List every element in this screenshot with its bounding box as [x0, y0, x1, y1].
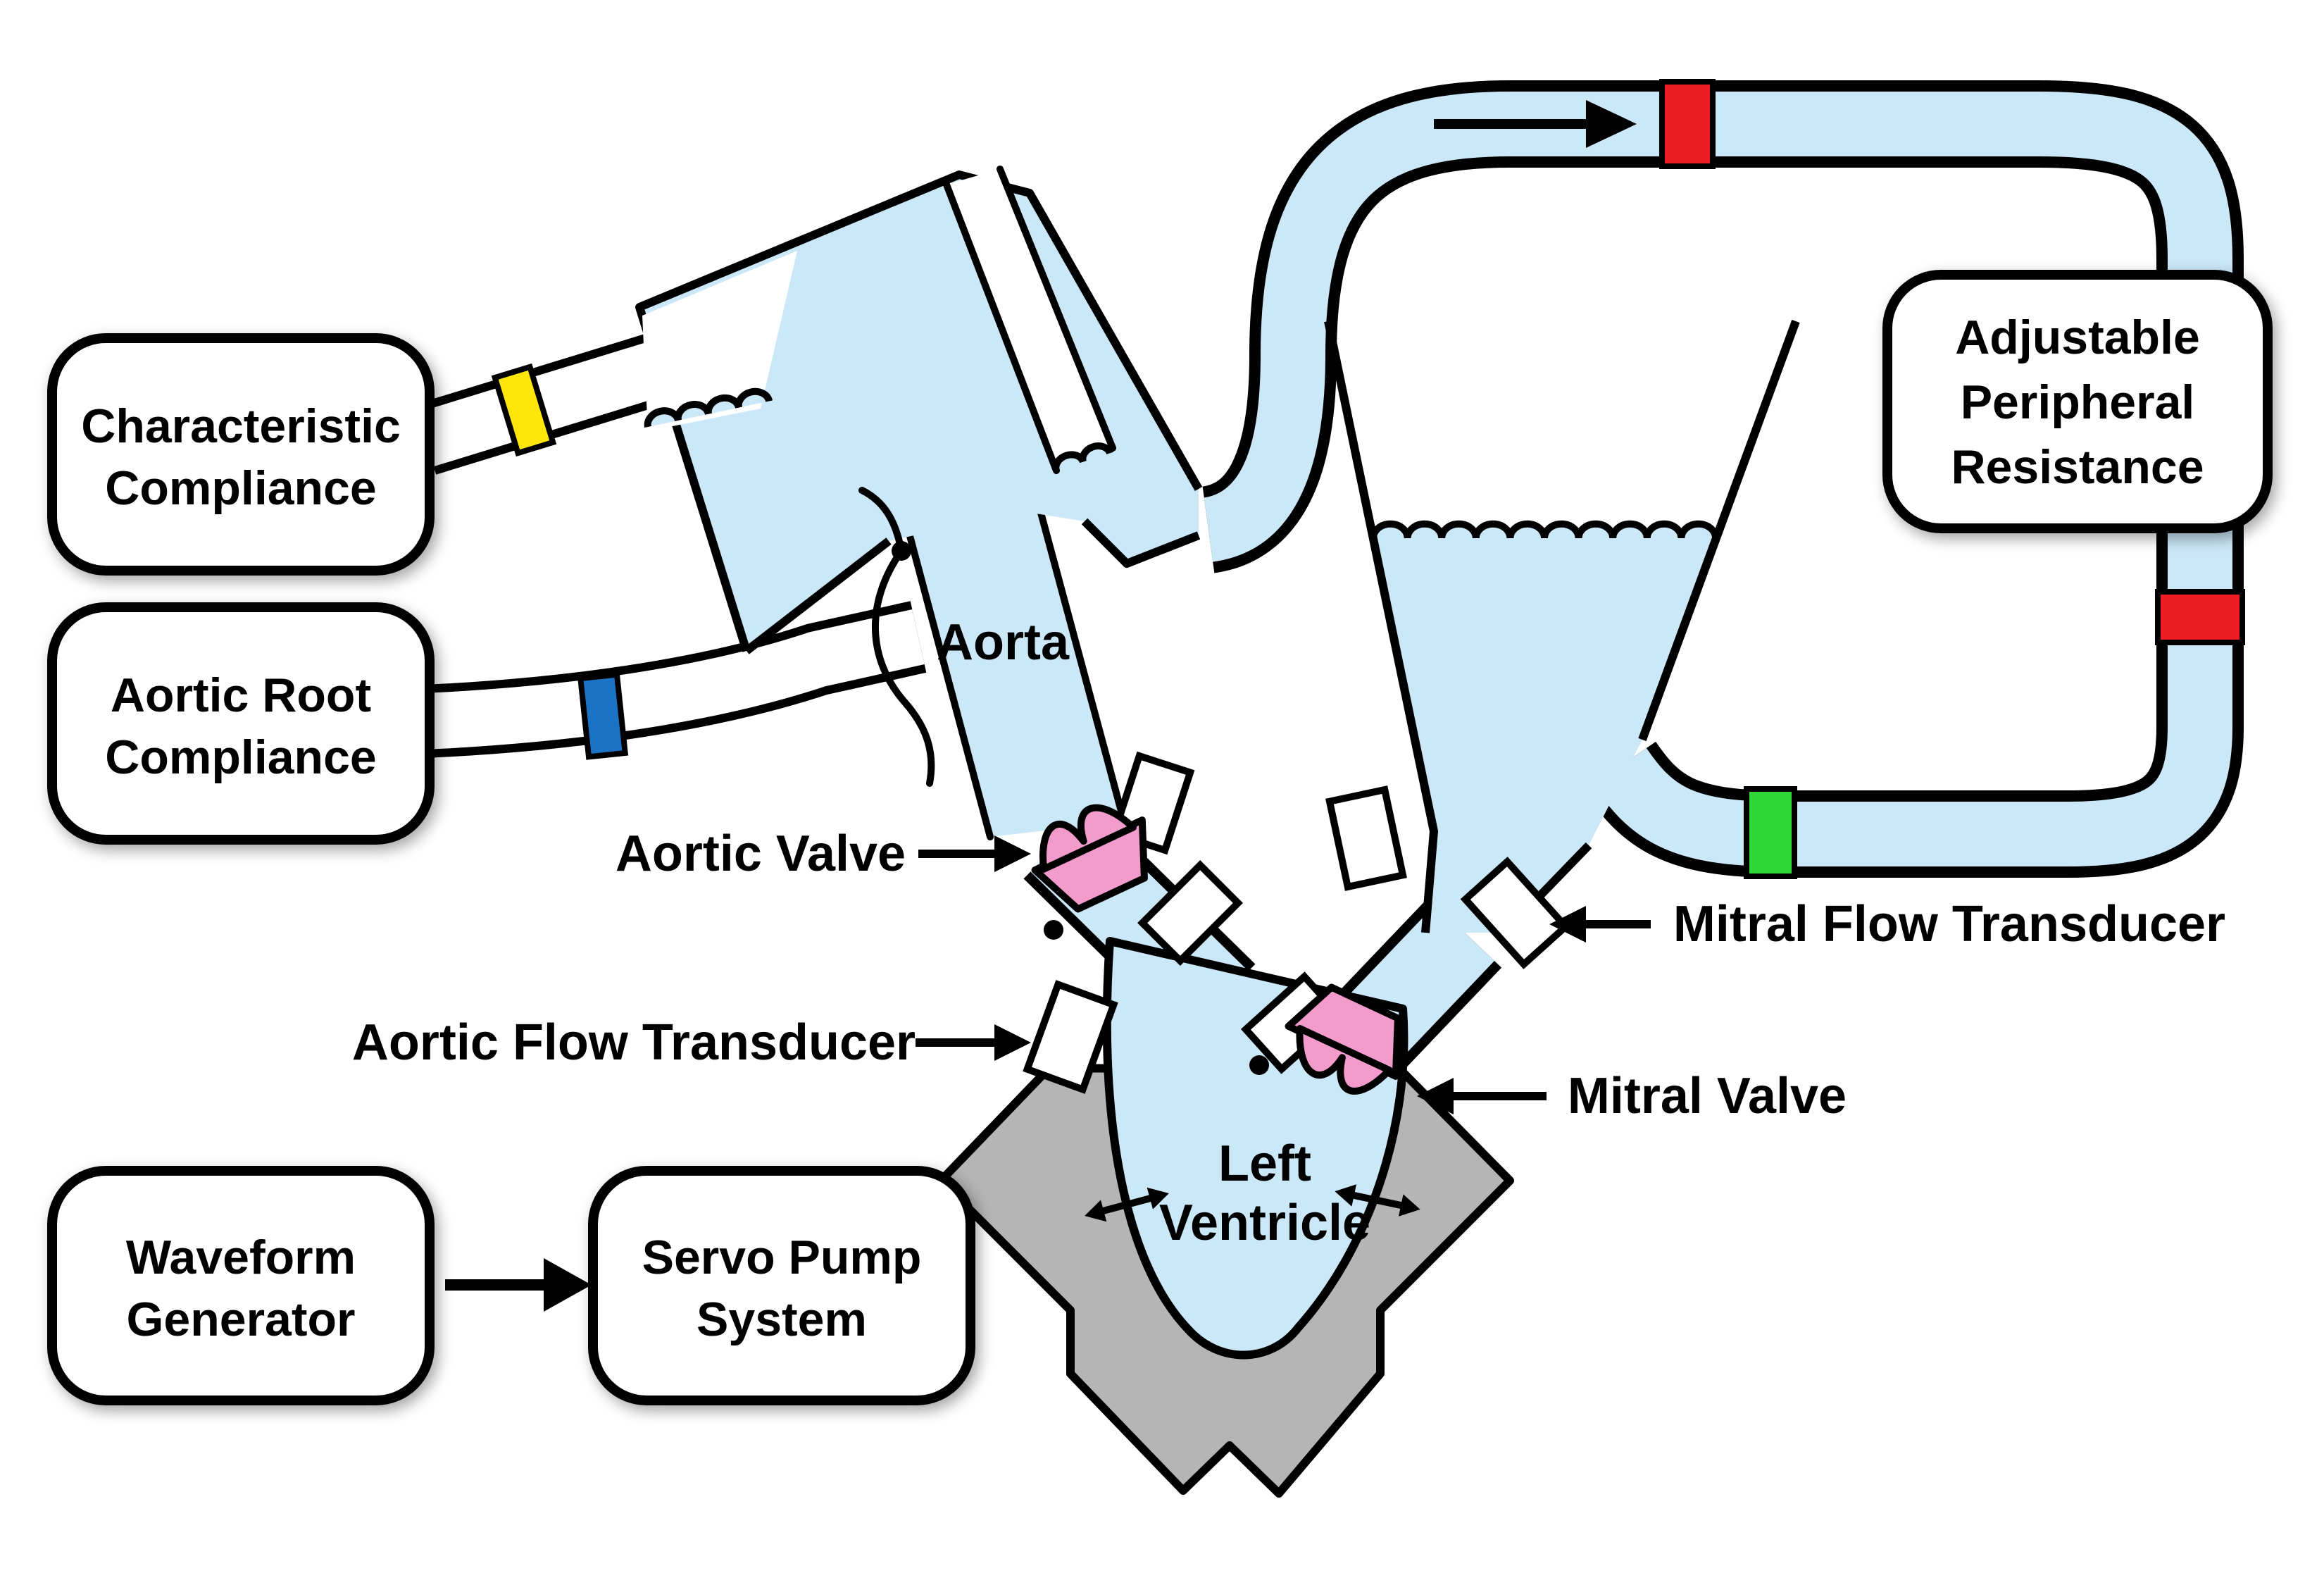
resistance-marker-red-top: [1659, 79, 1716, 169]
waveform-generator-line2: Generator: [127, 1293, 356, 1346]
sensor-dot-mitral: [1249, 1055, 1269, 1075]
aorta-column-right-wall: [1027, 473, 1127, 825]
aorta-pipe-right-line: [997, 166, 1116, 452]
flow-direction-arrow: [1434, 100, 1637, 148]
characteristic-compliance-line2: Compliance: [105, 461, 376, 515]
mitral-valve-label: Mitral Valve: [1568, 1068, 1847, 1124]
wall-motion-arrow-left: [1085, 1187, 1169, 1222]
left-ventricle-label-line1: Left: [1218, 1136, 1311, 1192]
atrium-waterline: [1370, 520, 1719, 539]
adjustable-peripheral-resistance-box-bg: [1882, 270, 2273, 533]
aorta-pipe-air: [947, 169, 1113, 471]
reservoir-waterline: [644, 387, 773, 428]
aortic-flow-transducer-block: [1023, 980, 1118, 1094]
mitral-flow-transducer-label: Mitral Flow Transducer: [1673, 896, 2225, 952]
mitral-valve-arrow: [1417, 1078, 1547, 1114]
aortic-root-compliance-box-bg: [47, 602, 435, 845]
waveform-generator-line1: Waveform: [126, 1231, 356, 1284]
mitral-fitting-upper: [1325, 785, 1407, 891]
aortic-valve-arrow: [918, 835, 1031, 872]
aortic-valve-label: Aortic Valve: [616, 826, 906, 882]
wall-motion-arrow-right: [1335, 1184, 1420, 1217]
aortic-flow-transducer-arrow: [916, 1024, 1031, 1061]
characteristic-compliance-line1: Characteristic: [81, 399, 401, 453]
aortic-flow-transducer-label: Aortic Flow Transducer: [352, 1014, 916, 1071]
aortic-root-compliance-tube: [423, 601, 927, 760]
apr-line3: Resistance: [1951, 440, 2204, 494]
servo-pump-system-box-bg: [588, 1166, 975, 1405]
compliance-marker-blue: [577, 671, 629, 760]
aorta-pipe-waterline: [1052, 442, 1113, 472]
aortic-valve-shape: [1031, 804, 1148, 913]
waveform-generator-box: Waveform Generator: [47, 1166, 435, 1405]
fittings: [1023, 751, 1571, 1094]
characteristic-compliance-tube: [414, 328, 685, 475]
sensor-dot-aorta: [892, 541, 911, 561]
aortic-root-compliance-line2: Compliance: [105, 731, 376, 784]
flow-marker-green: [1744, 786, 1797, 879]
resistance-marker-red-right: [2155, 589, 2245, 645]
aorta-pipe-left-line: [943, 181, 1060, 474]
mitral-valve-leaflets: [1296, 1025, 1393, 1095]
aortic-root-compliance-line1: Aortic Root: [111, 669, 371, 722]
mitral-valve-shape: [1285, 983, 1401, 1095]
peripheral-loop-tube: [1200, 79, 2245, 879]
servo-pump-system-box: Servo Pump System: [588, 1166, 975, 1405]
left-ventricle-label-line2: Ventricle: [1159, 1195, 1370, 1251]
mitral-flow-transducer-block: [1460, 857, 1571, 969]
atrium-left-wall: [1324, 320, 1438, 933]
cc-tube-air: [417, 336, 682, 467]
aortic-root-compliance-box: Aortic Root Compliance: [47, 602, 435, 845]
aorta-column-left-wall: [898, 501, 994, 840]
servo-pump-system-line1: Servo Pump: [642, 1231, 922, 1284]
servo-pump-system-line2: System: [696, 1293, 867, 1346]
characteristic-compliance-box-bg: [47, 333, 435, 576]
apr-line2: Peripheral: [1961, 375, 2195, 429]
label-arrows: [445, 835, 1651, 1312]
atrium-right-wall-upper: [1638, 319, 1800, 742]
sensor-dot-lv-inflow: [1044, 920, 1063, 940]
reservoir-wall-bottom: [744, 537, 892, 654]
aorta-label: Aorta: [937, 614, 1070, 671]
reservoir-air-gap: [642, 251, 797, 431]
aortic-root-curve: [872, 547, 935, 787]
arc-tube-air: [424, 609, 925, 750]
reservoir-wall-outlet: [1081, 518, 1201, 568]
waveform-generator-box-bg: [47, 1166, 435, 1405]
aortic-valve-leaflets: [1039, 804, 1137, 873]
atrium-fluid: [1373, 538, 1716, 933]
aortic-fitting-mid: [1137, 860, 1243, 966]
characteristic-compliance-box: Characteristic Compliance: [47, 333, 435, 576]
apr-line1: Adjustable: [1955, 311, 2200, 364]
aorta-column-fluid: [901, 476, 1124, 837]
adjustable-peripheral-resistance-box: Adjustable Peripheral Resistance: [1882, 270, 2273, 533]
compliance-marker-yellow: [491, 363, 557, 457]
waveform-to-servo-arrow: [445, 1258, 592, 1312]
mitral-flow-transducer-arrow: [1549, 906, 1651, 943]
